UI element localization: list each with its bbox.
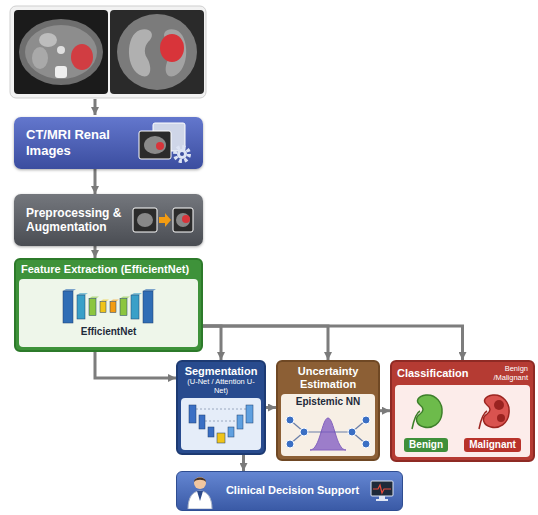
uncertainty-box: Uncertainty EstimationEpistemic NN	[276, 360, 380, 461]
kbad-icon	[473, 391, 513, 431]
text-slot: Malignant	[464, 434, 521, 452]
sub-dark-text: Epistemic NN	[296, 396, 360, 408]
text-slot: Epistemic NN	[296, 396, 360, 408]
cds-text: Clinical Decision Support	[221, 484, 364, 497]
text-slot: Uncertainty Estimation	[283, 365, 373, 391]
flow-arrow	[242, 455, 245, 471]
flow-arrow	[203, 326, 463, 360]
segmentation-box: Segmentation(U-Net / Attention U-Net)	[176, 360, 266, 455]
flow-arrow	[380, 409, 390, 412]
head-text: Feature Extraction (EfficientNet)	[21, 263, 196, 276]
scans-icon	[133, 121, 195, 165]
head-text: Classification	[397, 367, 469, 380]
aug-icon	[131, 200, 195, 240]
pre-text: Preprocessing & Augmentation	[26, 206, 125, 235]
flow-arrow	[95, 352, 176, 378]
flow-arrow	[94, 169, 97, 194]
box-row: CT/MRI Renal Images	[14, 117, 203, 169]
text-area: Preprocessing & Augmentation	[26, 206, 125, 235]
flow-arrow	[203, 326, 328, 360]
feature-box: Feature Extraction (EfficientNet) Efficie…	[14, 258, 203, 352]
box-row: Preprocessing & Augmentation	[14, 194, 203, 246]
text-slot: EfficientNet	[81, 326, 137, 338]
doctor-icon	[185, 473, 215, 509]
text-slot: Preprocessing & Augmentation	[26, 206, 125, 235]
text-slot: Feature Extraction (EfficientNet)	[21, 263, 196, 276]
text-slot: Benign	[404, 434, 448, 452]
monitor-icon	[370, 480, 394, 502]
text-area: Clinical Decision Support	[221, 484, 364, 497]
box-header: Classification Benign /Malignant	[392, 362, 533, 385]
text-slot: Classification	[397, 367, 469, 380]
text-area: CT/MRI Renal Images	[26, 127, 127, 158]
ct-scan	[14, 10, 108, 94]
benign-text: Benign	[404, 438, 448, 452]
box-header: Segmentation(U-Net / Attention U-Net)	[178, 362, 264, 398]
text-slot: CT/MRI Renal Images	[26, 127, 127, 158]
flow-arrow	[94, 246, 97, 258]
small-text: (U-Net / Attention U-Net)	[183, 378, 259, 395]
flow-arrow	[266, 406, 276, 409]
bell-icon	[282, 410, 374, 454]
preprocess-box: Preprocessing & Augmentation	[14, 194, 203, 246]
text-slot: Benign /Malignant	[473, 365, 528, 382]
classification-box: Classification Benign /MalignantBenign Mal…	[390, 360, 535, 462]
box-body	[181, 398, 261, 450]
box-header: Feature Extraction (EfficientNet)	[16, 260, 201, 279]
decision-box: Clinical Decision Support	[176, 471, 403, 511]
text-slot: Clinical Decision Support	[221, 484, 364, 497]
header-right: Benign /Malignant	[473, 365, 528, 382]
header-left: Classification	[397, 367, 469, 380]
kgood-icon	[406, 391, 446, 431]
result-column: Benign	[404, 391, 448, 452]
box-body: EfficientNet	[19, 279, 198, 347]
input-arrow	[94, 99, 97, 115]
small-text: Benign /Malignant	[473, 365, 528, 382]
box-header: Uncertainty Estimation	[278, 362, 378, 394]
head-text: Uncertainty Estimation	[283, 365, 373, 391]
mri-scan	[110, 10, 204, 94]
input-box: CT/MRI Renal Images	[14, 117, 203, 169]
sub-dark-text: EfficientNet	[81, 326, 137, 338]
box-row: Clinical Decision Support	[177, 472, 402, 510]
image-frame	[10, 6, 206, 98]
flow-arrow	[203, 326, 221, 360]
malig-text: Malignant	[464, 438, 521, 452]
result-column: Malignant	[464, 391, 521, 452]
ct-text: CT/MRI Renal Images	[26, 127, 127, 158]
head-text: Segmentation	[183, 365, 259, 378]
box-body: Epistemic NN	[281, 394, 375, 456]
box-body: Benign Malignant	[395, 385, 530, 457]
unet-icon	[183, 401, 259, 447]
text-slot: Segmentation(U-Net / Attention U-Net)	[183, 365, 259, 395]
cnn-icon	[49, 288, 169, 324]
